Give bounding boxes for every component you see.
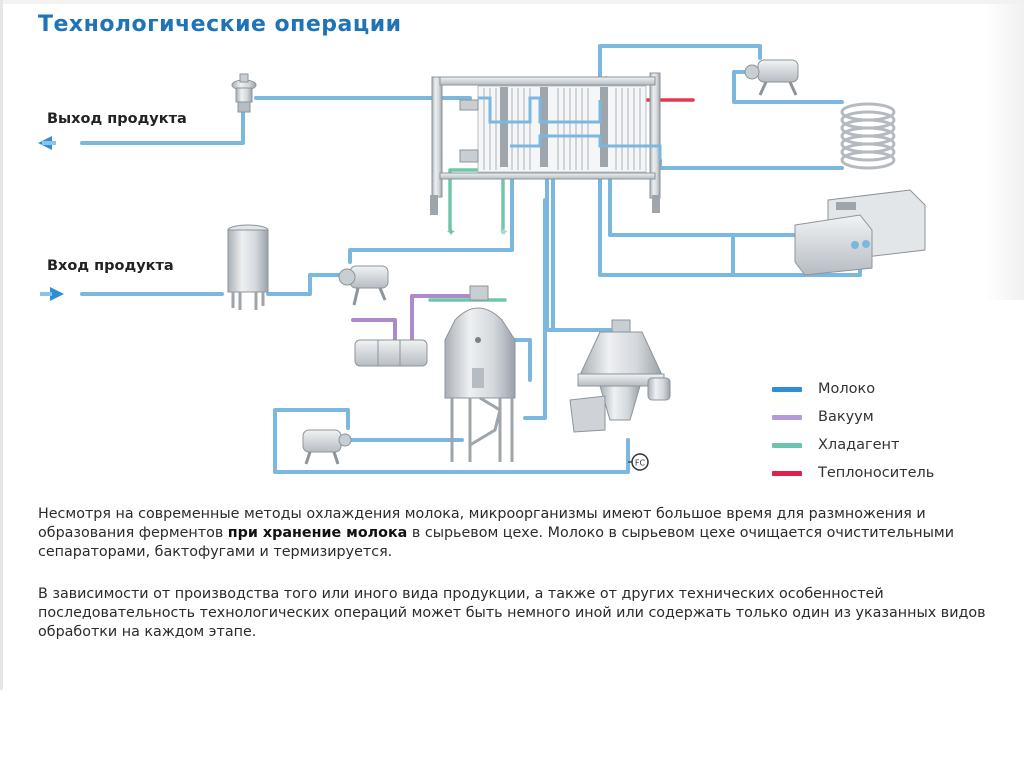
deaerator-vessel <box>444 285 516 462</box>
pipe-vacuum-in <box>351 318 397 342</box>
pipe-pump-to-exchanger <box>348 168 514 264</box>
paragraph-storage-after: в сырьевом цехе. Молоко в сырьевом цехе … <box>38 525 955 560</box>
pipe-exchanger-down-4 <box>608 158 860 237</box>
legend-swatch-milk <box>772 386 802 392</box>
legend-item-heating: Теплоноситель <box>772 459 934 487</box>
pipe-tank-to-pump <box>266 273 342 296</box>
flow-controller: FC <box>628 453 649 471</box>
return-pump <box>302 429 352 465</box>
pipe-pump-to-coil <box>732 70 844 104</box>
coolant-arrow-1: ✦ <box>446 225 456 239</box>
slide-top-border <box>0 0 1024 4</box>
holding-tube-coil <box>840 102 896 170</box>
product-out-label: Выход продукта <box>47 111 187 127</box>
product-in-label: Вход продукта <box>47 258 174 274</box>
fc-tag-label: FC <box>635 459 646 468</box>
legend-item-vacuum: Вакуум <box>772 403 934 431</box>
legend-item-coolant: Хладагент <box>772 431 934 459</box>
centrifugal-pump-top <box>744 59 799 96</box>
pipe-top-loop <box>598 44 762 102</box>
paragraph-storage: Несмотря на современные методы охлаждени… <box>38 505 998 562</box>
legend-swatch-vacuum <box>772 414 802 420</box>
pipe-return-up <box>298 408 350 430</box>
plate-heat-exchanger <box>430 72 662 215</box>
pipe-deaerator-side <box>513 338 532 382</box>
page-title: Технологические операции <box>38 12 402 37</box>
control-panel-unit <box>794 189 926 276</box>
legend-swatch-heating <box>772 470 802 476</box>
feed-pump <box>338 265 389 306</box>
control-valve <box>231 73 257 113</box>
paragraph-sequence: В зависимости от производства того или и… <box>38 586 986 640</box>
slide-edge-shade <box>984 0 1024 300</box>
paragraph-storage-before: Несмотря на современные методы охлаждени… <box>38 506 926 541</box>
pipe-deaerator-right <box>523 198 547 420</box>
legend-label: Молоко <box>818 381 876 397</box>
legend: Молоко Вакуум Хладагент Теплоноситель <box>772 375 934 487</box>
vacuum-pump <box>354 339 428 367</box>
paragraph-storage-bold: при хранение молока <box>227 525 408 541</box>
pipe-product-out <box>80 98 245 145</box>
separator <box>569 319 671 433</box>
legend-label: Теплоноситель <box>818 465 935 481</box>
slide-left-border <box>0 0 3 690</box>
process-diagram: ✦ ✦ <box>38 44 926 474</box>
legend-label: Вакуум <box>818 409 874 425</box>
product-in-arrow-icon <box>50 287 64 301</box>
vacuum-pipes <box>351 294 470 342</box>
balance-tank <box>227 224 269 310</box>
coolant-arrow-2: ✦ <box>499 225 509 239</box>
legend-label: Хладагент <box>818 437 900 453</box>
milk-pipes <box>80 44 862 474</box>
legend-item-milk: Молоко <box>772 375 934 403</box>
pipe-vacuum-to-deaerator <box>410 294 470 342</box>
legend-swatch-coolant <box>772 442 802 448</box>
